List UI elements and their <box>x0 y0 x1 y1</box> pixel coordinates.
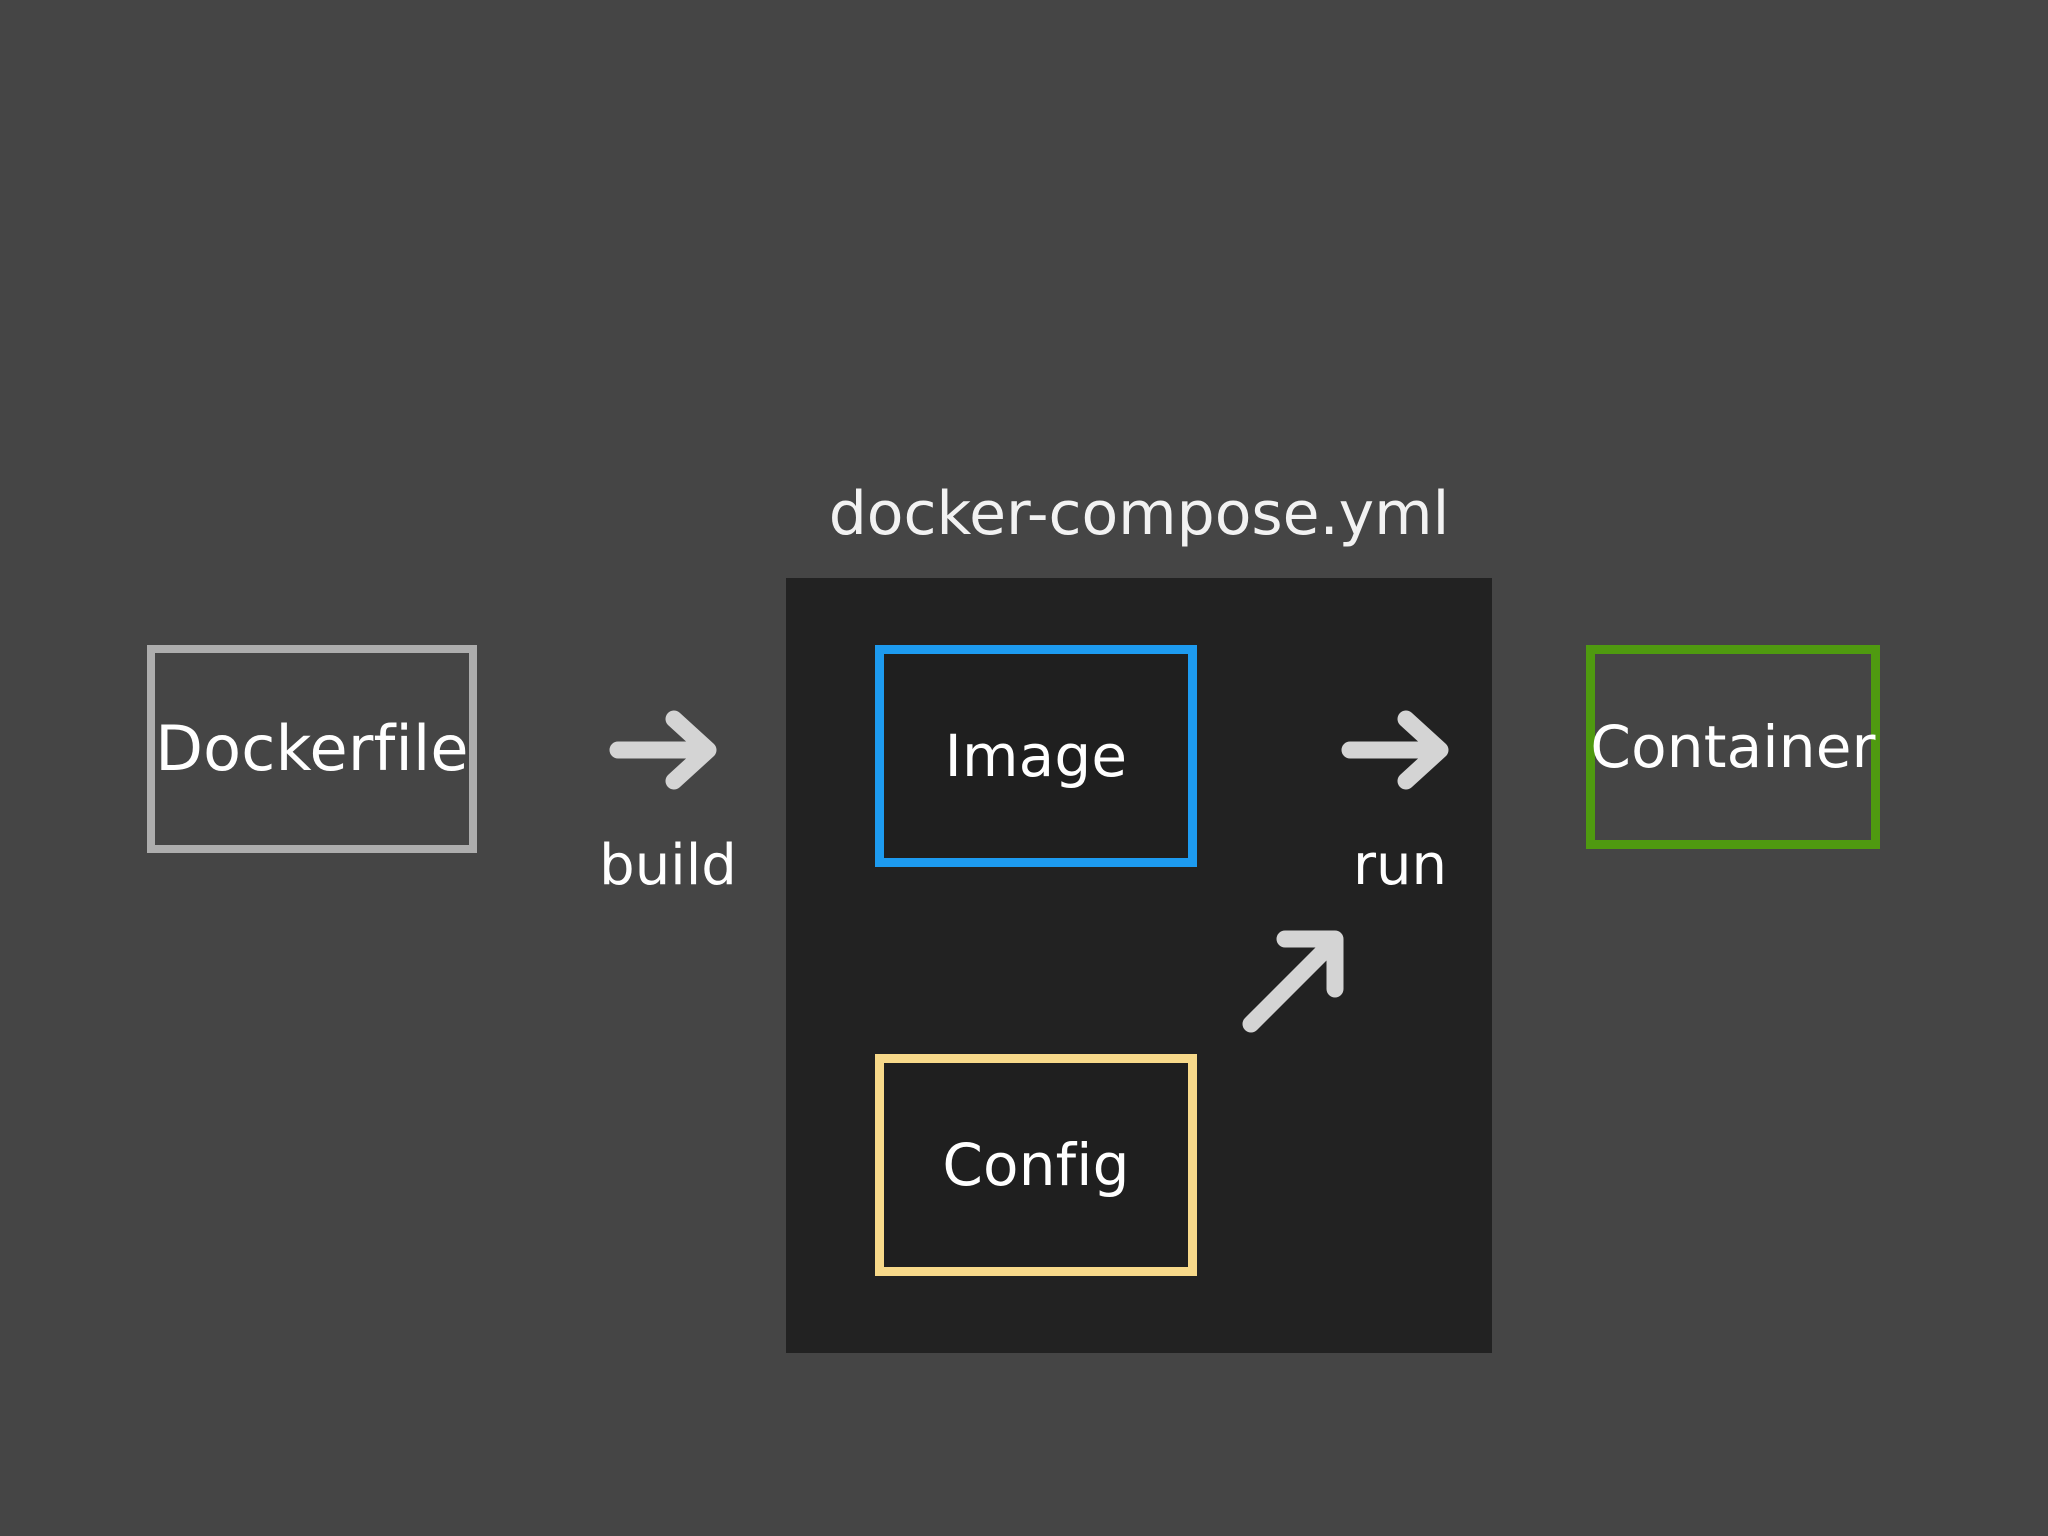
node-container[interactable]: Container <box>1586 645 1880 849</box>
compose-panel-title: docker-compose.yml <box>828 479 1450 549</box>
arrow-up-right-icon <box>1238 925 1350 1037</box>
node-image-label: Image <box>944 722 1128 790</box>
node-container-label: Container <box>1590 713 1876 781</box>
edge-label-run: run <box>1352 833 1447 898</box>
edge-label-build: build <box>599 833 737 898</box>
arrow-right-icon <box>1340 706 1458 794</box>
node-config-label: Config <box>942 1131 1130 1199</box>
node-image[interactable]: Image <box>875 645 1197 867</box>
node-dockerfile-label: Dockerfile <box>155 712 469 785</box>
node-config[interactable]: Config <box>875 1054 1197 1276</box>
arrow-right-icon <box>608 706 726 794</box>
node-dockerfile[interactable]: Dockerfile <box>147 645 477 853</box>
